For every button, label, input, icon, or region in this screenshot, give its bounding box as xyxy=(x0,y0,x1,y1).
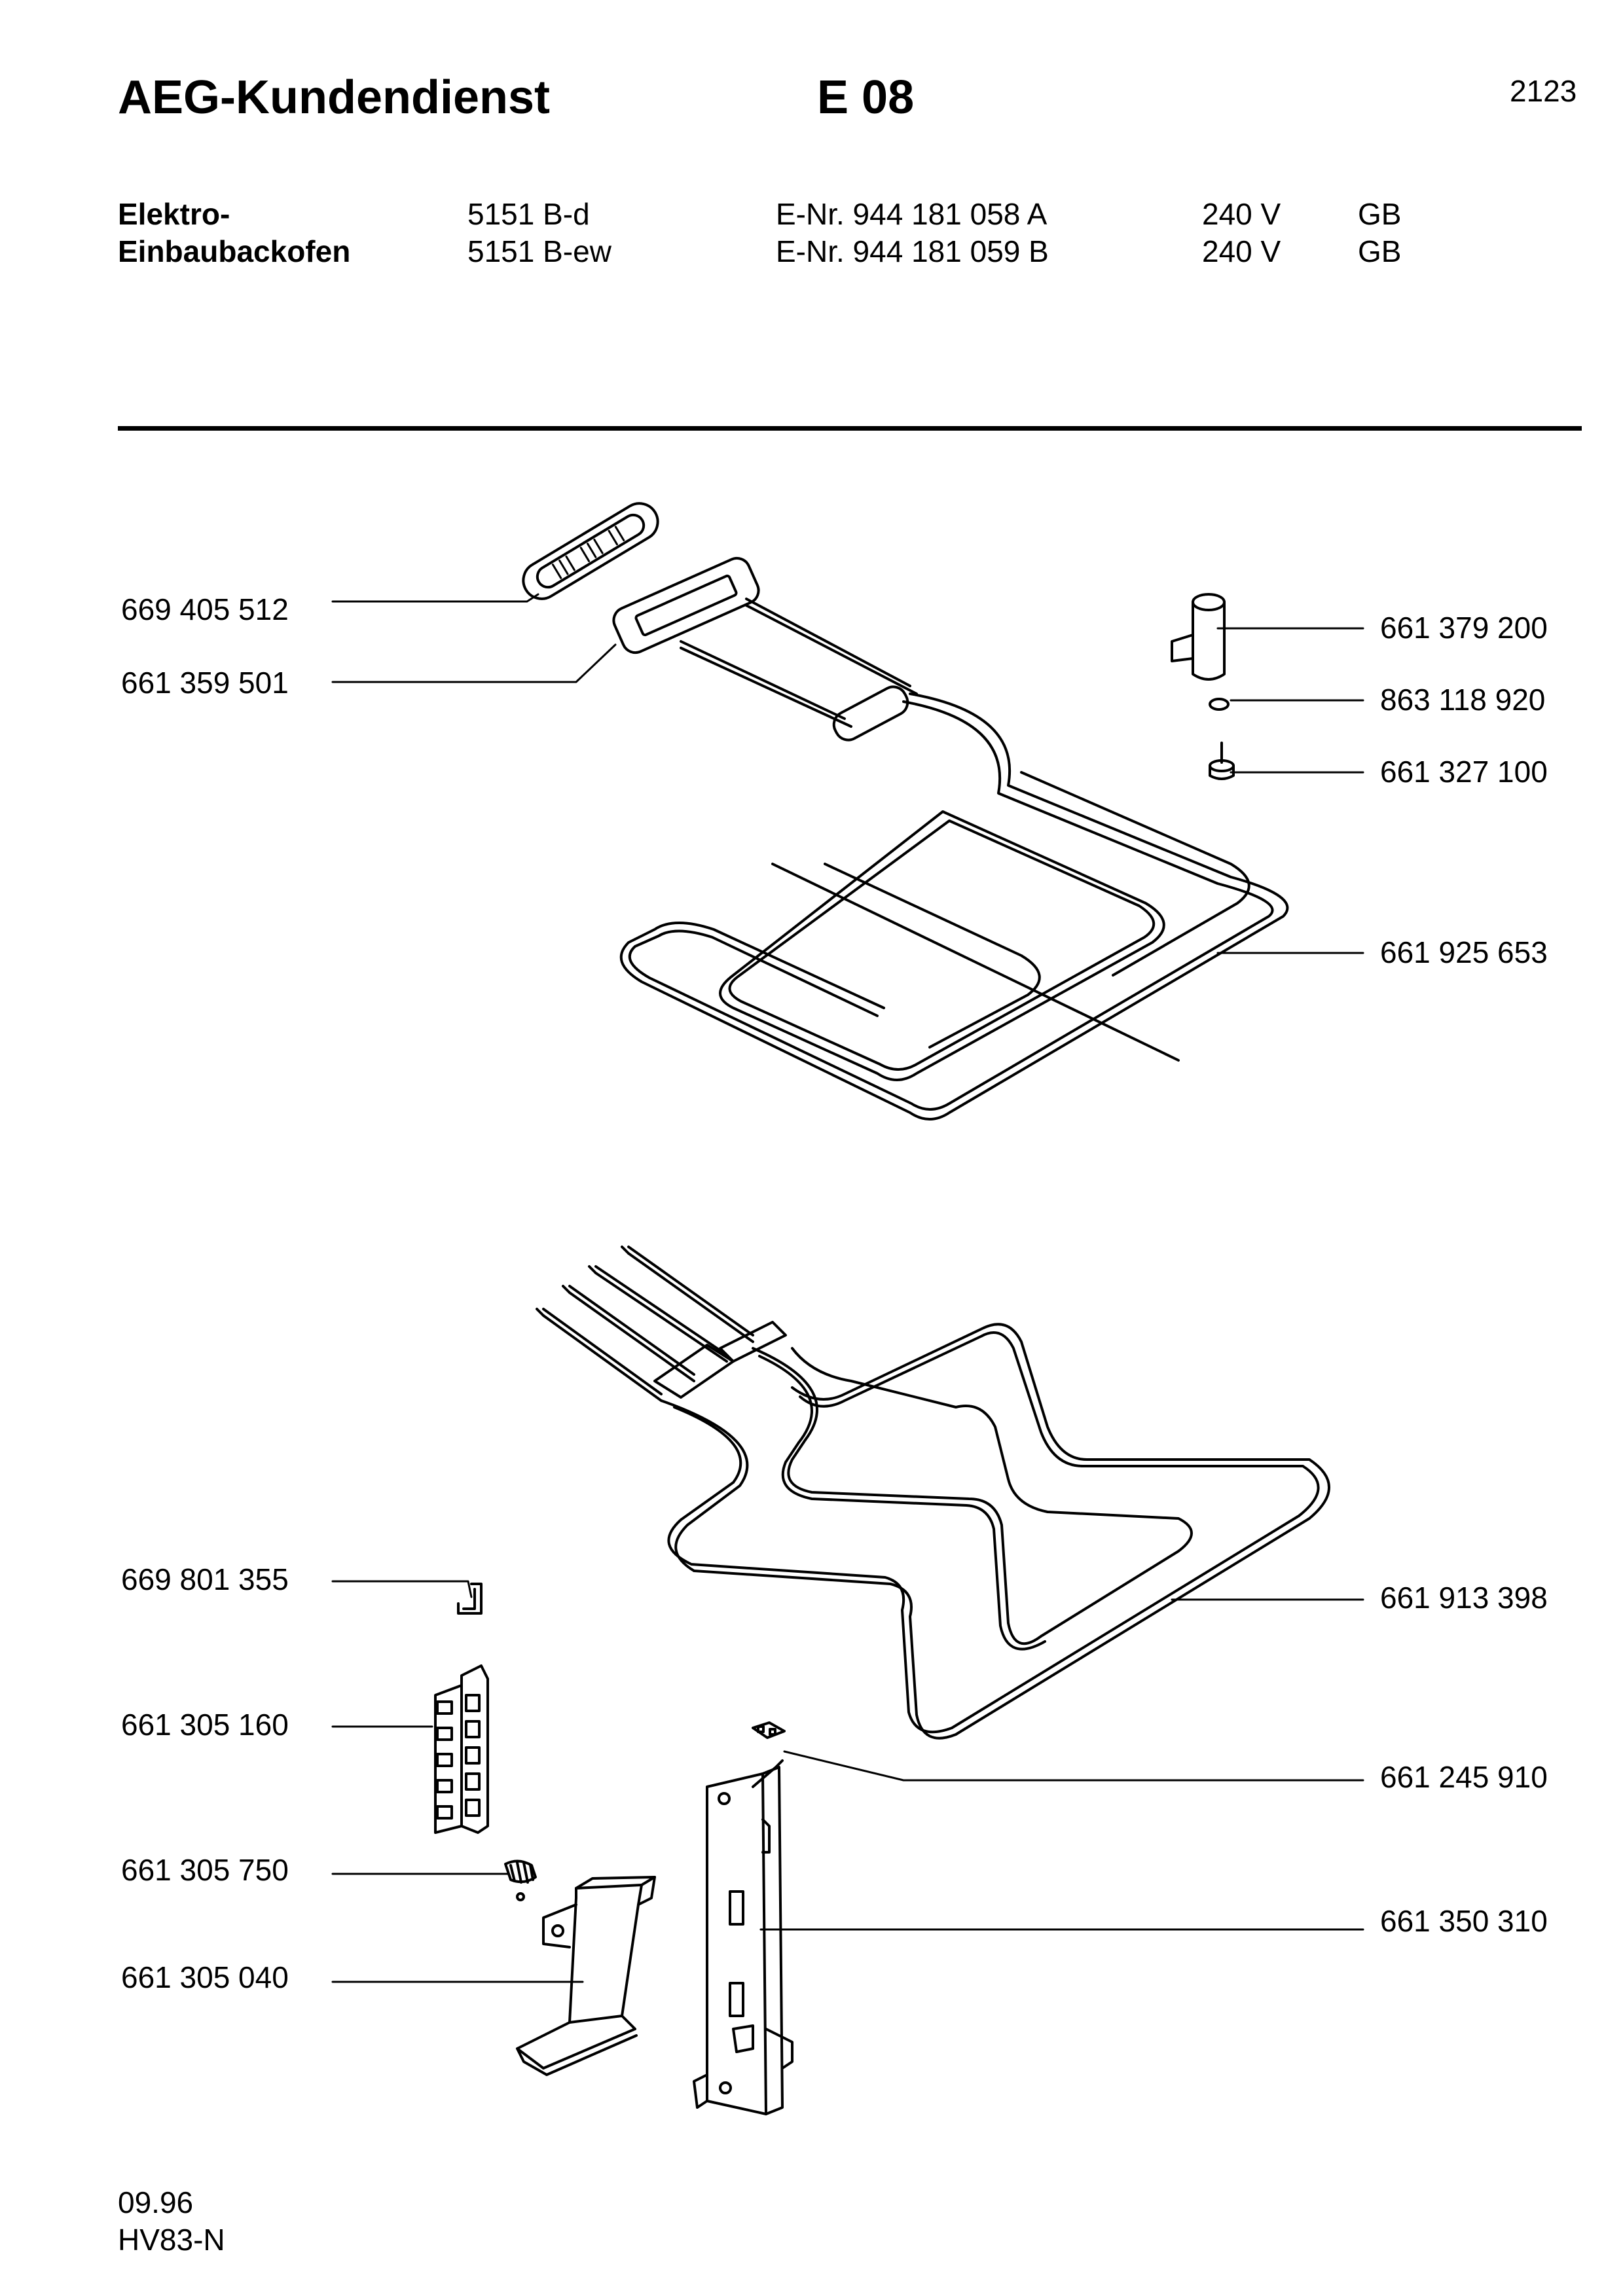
leader-line xyxy=(331,1580,473,1598)
terminal-block xyxy=(434,1664,489,1834)
model-number: 5151 B-ew xyxy=(467,234,611,268)
header-divider xyxy=(118,426,1582,431)
bracket-plate xyxy=(693,1759,793,2115)
leader-line xyxy=(783,1750,1364,1782)
leader-line xyxy=(331,643,617,683)
leader-line xyxy=(331,593,539,603)
terminal-clip xyxy=(752,1721,786,1739)
spring-connector xyxy=(504,1859,537,1901)
gasket xyxy=(612,556,760,655)
mounting-bracket xyxy=(516,1876,656,2076)
country-code: GB xyxy=(1358,234,1402,268)
vent-grille xyxy=(522,502,659,600)
part-label: 661 327 100 xyxy=(1380,755,1548,789)
part-label: 661 925 653 xyxy=(1380,935,1548,969)
part-label: 661 359 501 xyxy=(121,666,289,700)
e-number: E-Nr. 944 181 058 A xyxy=(776,197,1048,231)
lower-heating-element xyxy=(536,1246,1330,1740)
country-code: GB xyxy=(1358,197,1402,231)
mounting-sleeve xyxy=(1171,593,1226,681)
part-label: 669 801 355 xyxy=(121,1562,289,1596)
e-number: E-Nr. 944 181 059 B xyxy=(776,234,1049,268)
revision-date: 09.96 xyxy=(118,2185,194,2219)
page-number: 2123 xyxy=(1510,74,1577,108)
part-label: 669 405 512 xyxy=(121,592,289,626)
part-label: 661 350 310 xyxy=(1380,1904,1548,1938)
part-label: 661 245 910 xyxy=(1380,1760,1548,1794)
product-type-line2: Einbaubackofen xyxy=(118,234,351,268)
document-reference: HV83-N xyxy=(118,2223,225,2257)
part-label: 661 305 750 xyxy=(121,1853,289,1887)
part-label: 661 305 040 xyxy=(121,1960,289,1994)
clip xyxy=(457,1583,483,1615)
brand-title: AEG-Kundendienst xyxy=(118,71,550,124)
part-label: 863 118 920 xyxy=(1380,683,1546,717)
screw xyxy=(1209,742,1235,780)
voltage: 240 V xyxy=(1202,197,1281,231)
part-label: 661 913 398 xyxy=(1380,1581,1548,1615)
upper-heating-element xyxy=(619,598,1289,1121)
document-code: E 08 xyxy=(817,71,915,124)
part-label: 661 305 160 xyxy=(121,1708,289,1742)
model-number: 5151 B-d xyxy=(467,197,590,231)
washer xyxy=(1209,698,1230,711)
voltage: 240 V xyxy=(1202,234,1281,268)
part-label: 661 379 200 xyxy=(1380,611,1548,645)
product-type-line1: Elektro- xyxy=(118,197,230,231)
